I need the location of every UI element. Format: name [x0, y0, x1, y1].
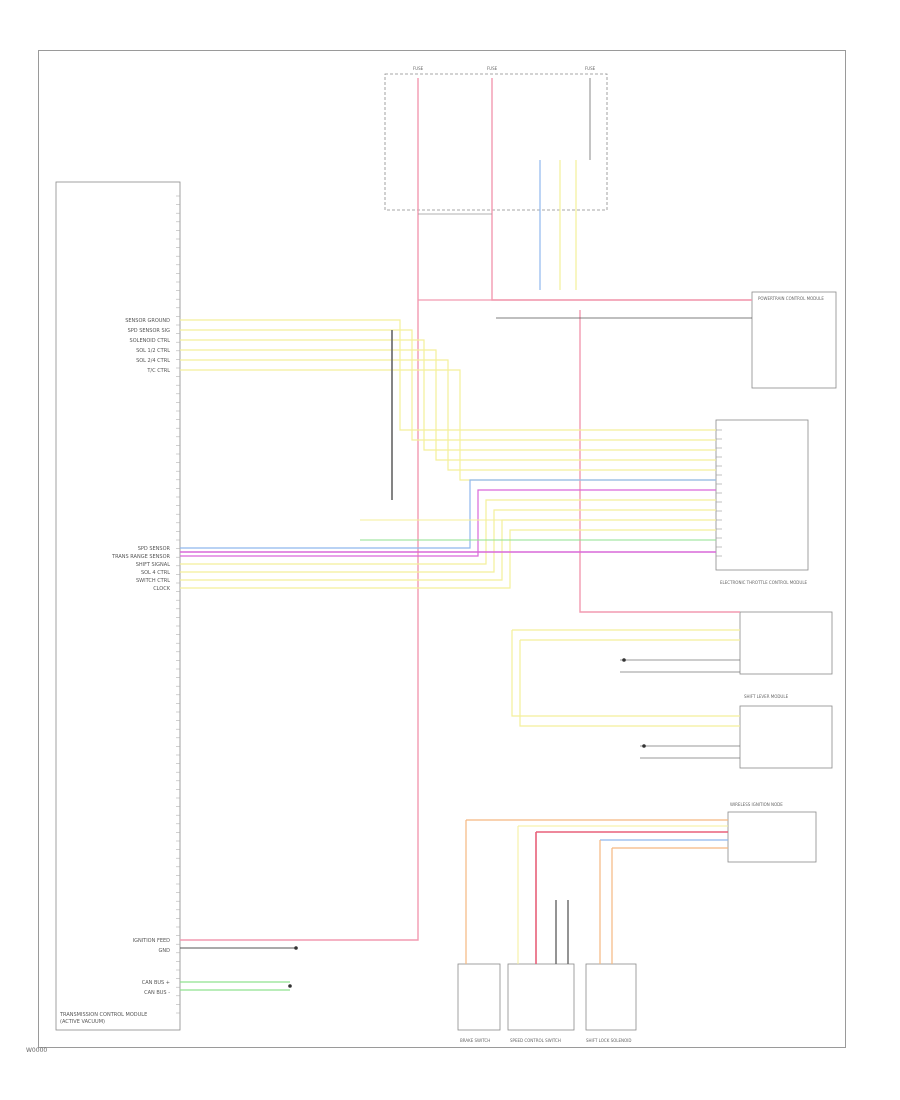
- pcm-connector: [751, 291, 837, 389]
- shift-lever-label: SHIFT LEVER MODULE: [744, 694, 789, 699]
- speed-control-label: SPEED CONTROL SWITCH: [510, 1038, 561, 1043]
- splice-shift-lock: [642, 744, 646, 748]
- wire-tcm-top-0: [180, 319, 716, 431]
- tcm-title-line-1: TRANSMISSION CONTROL MODULE: [59, 1012, 147, 1018]
- fuse-label-2: FUSE: [487, 66, 498, 71]
- wire-shift-lock-2: [519, 640, 740, 727]
- tcm-pin-label-mid: TRANS RANGE SENSOR: [111, 554, 170, 560]
- fuse-label-1: FUSE: [413, 66, 424, 71]
- pcm-label: POWERTRAIN CONTROL MODULE: [758, 296, 824, 301]
- tcm-pin-label-top: SOL 2/4 CTRL: [136, 358, 170, 364]
- shift-lock-solenoid-box: [585, 963, 637, 1031]
- fuse-label-3: FUSE: [585, 66, 596, 71]
- wire-tcm-top-1: [180, 329, 716, 441]
- top-fuse-block: [384, 73, 608, 211]
- splice-gnd: [294, 946, 298, 950]
- tcm-pin-label-top: SOLENOID CTRL: [130, 338, 171, 344]
- tcm-pin-label-can-minus: CAN BUS -: [144, 990, 170, 996]
- brake-switch-label: BRAKE SWITCH: [460, 1038, 490, 1043]
- tcm-pin-label-mid: CLOCK: [153, 586, 171, 592]
- footer-code: W0000: [26, 1047, 48, 1054]
- wire-shift-lock-1: [511, 630, 740, 717]
- splice-shift-lever: [622, 658, 626, 662]
- tcm-pin-label-mid: SWITCH CTRL: [136, 578, 170, 584]
- wireless-node-box: [727, 811, 817, 863]
- shift-lock-label: SHIFT LOCK SOLENOID: [586, 1038, 631, 1043]
- wire-tcm-mid-3: [180, 509, 716, 573]
- speed-control-box: [507, 963, 575, 1031]
- wire-ecm-feed: [579, 310, 740, 613]
- shift-lever-connector: [739, 611, 833, 675]
- ecm-label: ELECTRONIC THROTTLE CONTROL MODULE: [720, 580, 808, 585]
- ecm-connector: [715, 419, 809, 571]
- wire-tcm-mid-4: [180, 519, 716, 581]
- tcm-pin-label-top: T/C CTRL: [146, 368, 170, 374]
- tcm-pin-label-mid: SPD SENSOR: [138, 546, 171, 552]
- tcm-pin-label-top: SPD SENSOR SIG: [128, 328, 171, 334]
- wire-pcm-feed: [491, 78, 752, 301]
- wire-tcm-mid-2: [180, 499, 716, 565]
- wire-tcm-top-3: [180, 349, 716, 461]
- tcm-box: [55, 181, 181, 1031]
- wire-tcm-mid-0: [180, 479, 716, 549]
- wireless-node-label: WIRELESS IGNITION NODE: [730, 802, 783, 807]
- wire-ign-feed-tcm: [180, 78, 419, 941]
- tcm-pin-label-top: SOL 1/2 CTRL: [136, 348, 170, 354]
- tcm-pin-label-can-plus: CAN BUS +: [142, 980, 170, 986]
- tcm-pin-label-ignition: IGNITION FEED: [133, 938, 171, 944]
- brake-switch-box: [457, 963, 501, 1031]
- tcm-title-line-2: (ACTIVE VACUUM): [60, 1019, 105, 1025]
- tcm-pin-label-mid: SHIFT SIGNAL: [136, 562, 171, 568]
- wire-tcm-top-2: [180, 339, 716, 451]
- wire-tcm-mid-1: [180, 489, 716, 557]
- shift-lock-box: [739, 705, 833, 769]
- splice-can: [288, 984, 292, 988]
- wire-tcm-top-4: [180, 359, 716, 471]
- diagram-frame: [38, 50, 846, 1048]
- wire-tcm-mid-5: [180, 529, 716, 589]
- tcm-pin-label-top: SENSOR GROUND: [125, 318, 170, 324]
- tcm-pin-label-gnd: GND: [159, 948, 171, 954]
- tcm-pin-label-mid: SOL 4 CTRL: [141, 570, 170, 576]
